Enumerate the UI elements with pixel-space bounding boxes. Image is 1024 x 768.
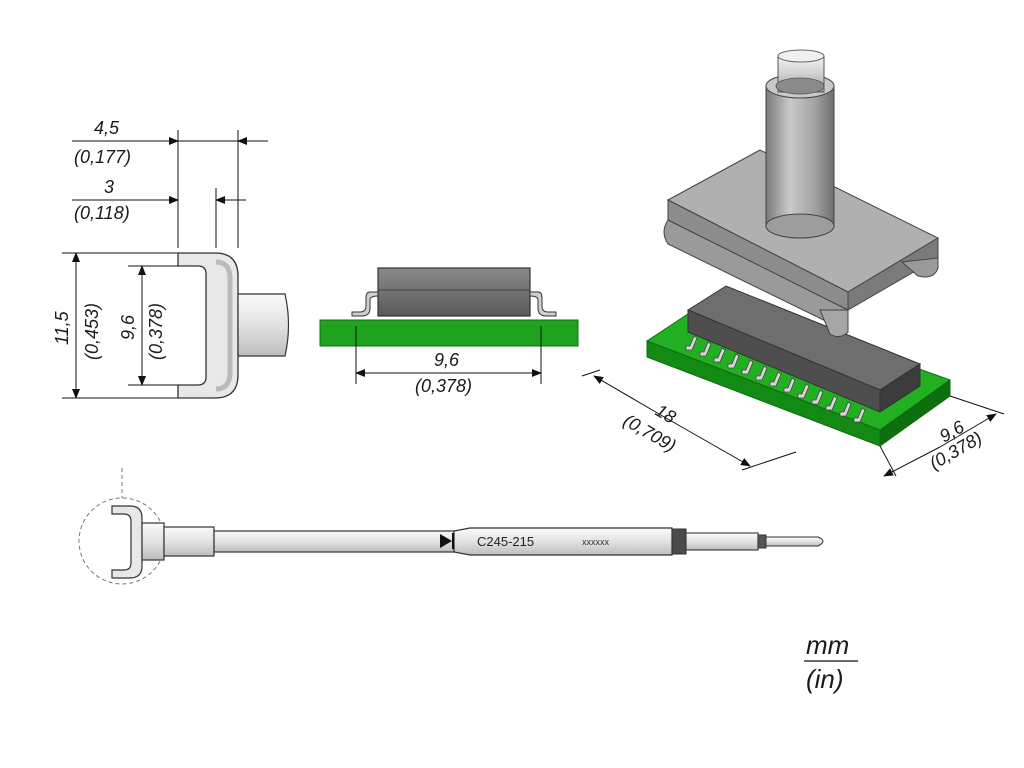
soldering-tip-iso [663,49,940,338]
dim-height-outer-in: (0,453) [82,303,102,360]
shaft-stub [237,293,290,357]
dim-height-inner-in: (0,378) [146,303,166,360]
dim-width-inner-in: (0,118) [74,203,130,223]
tip-shaft [213,530,455,553]
dim-width-inner-mm: 3 [104,177,114,197]
dim-height-outer-mm: 11,5 [52,310,72,345]
dim-height-inner-mm: 9,6 [118,314,138,340]
tip-model-label: C245-215 [477,534,534,549]
full-tip-view: C245-215 xxxxxx [78,468,824,585]
dim-chip-width-in: (0,378) [415,376,472,396]
unit-primary: mm [806,630,849,660]
tip-profile-front [177,252,239,399]
dim-width-outer-mm: 4,5 [94,118,120,138]
tip-end [685,532,759,551]
tip-block [141,522,165,561]
pcb-side [319,319,579,347]
tip-profile-small [111,505,143,579]
tip-sleeve [453,527,673,556]
front-view: 4,5 (0,177) 3 (0,118) 11,5 (0,453) 9,6 (… [52,118,290,399]
isometric-view: 18 (0,709) 9,6 (0,378) [581,49,1005,477]
chip-leads [685,335,866,423]
diode-mark-icon [440,534,452,548]
chip-body-side [377,267,531,317]
unit-secondary: (in) [806,664,844,694]
units-legend: mm (in) [804,630,858,694]
tip-neck [163,526,215,557]
tip-pin [765,536,824,547]
side-view: 9,6 (0,378) [319,267,579,396]
tip-serial-label: xxxxxx [582,537,610,547]
dim-width-outer-in: (0,177) [74,147,131,167]
dim-chip-width-mm: 9,6 [434,350,460,370]
